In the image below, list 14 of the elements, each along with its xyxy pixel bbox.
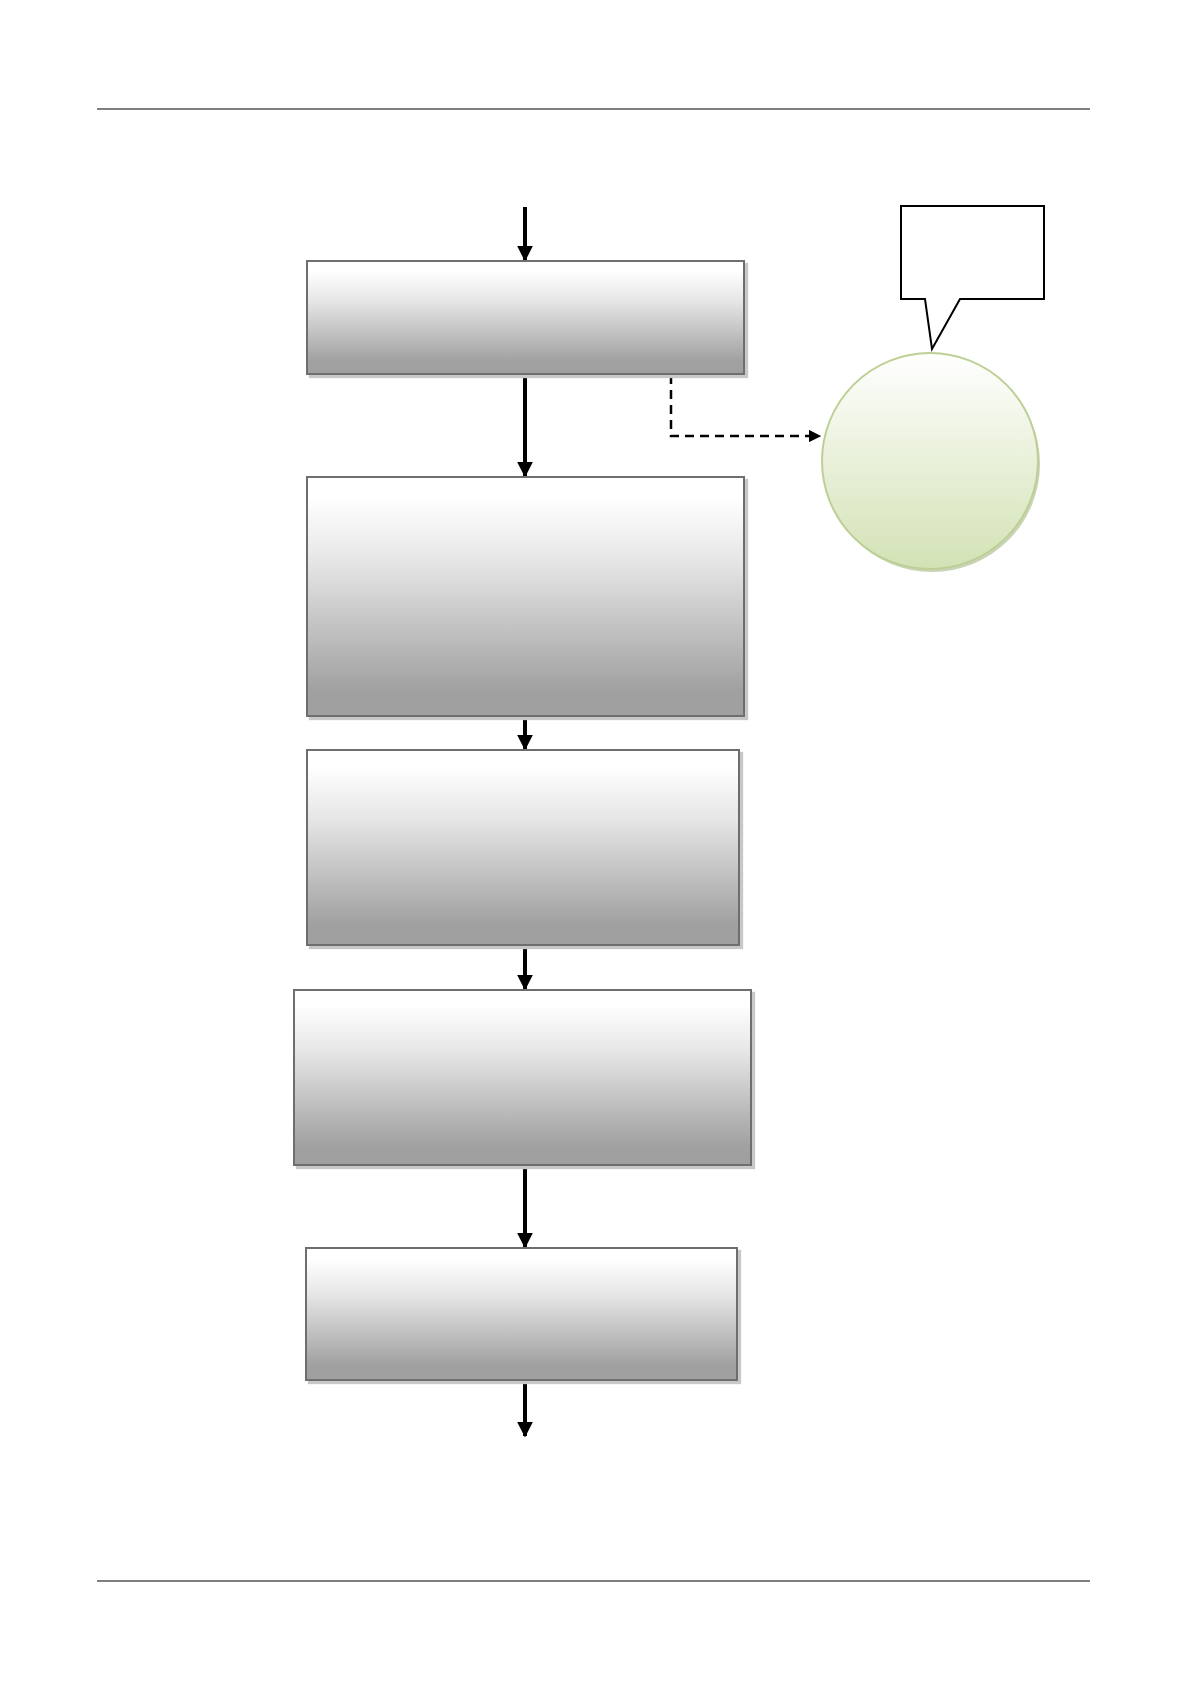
circle-node — [820, 351, 1040, 571]
arrow — [517, 717, 533, 751]
arrow — [517, 207, 533, 262]
arrow — [517, 1381, 533, 1438]
process-box — [306, 476, 745, 717]
process-box — [293, 989, 752, 1166]
arrow — [517, 946, 533, 991]
process-box — [305, 1247, 738, 1381]
arrow — [517, 1166, 533, 1249]
speech-bubble — [900, 205, 1046, 353]
arrow — [517, 375, 533, 478]
arrow — [669, 375, 822, 443]
process-box — [306, 260, 745, 375]
process-box — [306, 749, 740, 946]
